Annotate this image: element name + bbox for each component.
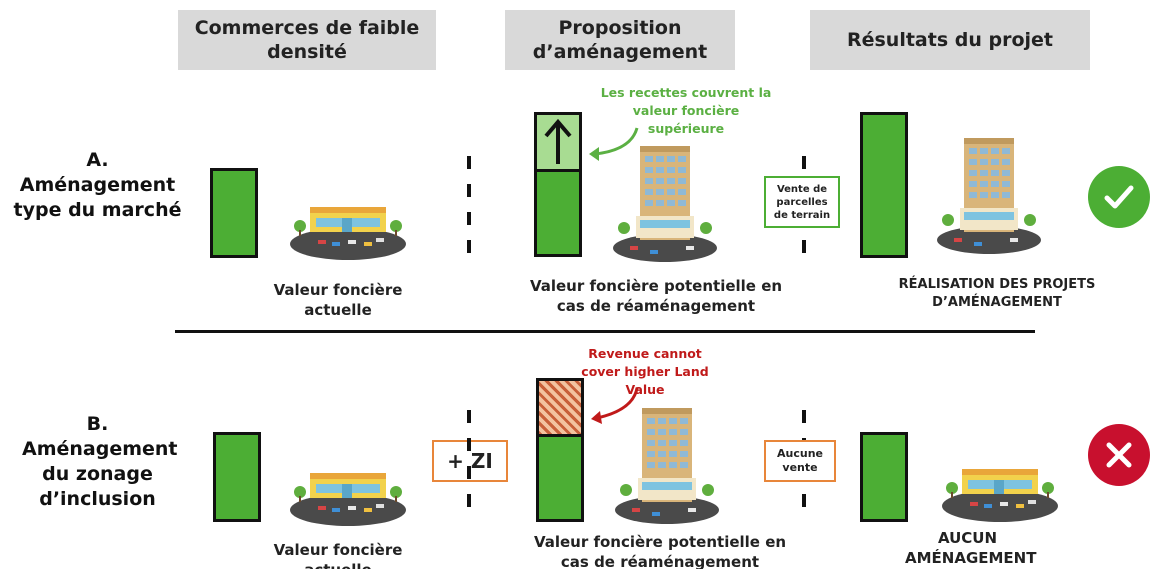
row-b-title: Aménagement du zonage d’inclusion [22, 438, 178, 510]
row-b-label: B. Aménagement du zonage d’inclusion [0, 412, 195, 512]
row-a-result-bar [860, 112, 908, 258]
row-b-letter: B. [86, 413, 109, 435]
low-density-store-illustration [942, 469, 1058, 522]
row-b-current-value-caption: Valeur foncière actuelle [273, 541, 403, 569]
row-a-label: A. Aménagement type du marché [0, 148, 195, 223]
high-rise-building-illustration [937, 138, 1041, 254]
row-b-current-value-bar [213, 432, 261, 522]
high-rise-building-illustration [615, 408, 719, 524]
curved-arrow-icon [591, 387, 639, 424]
check-icon [1104, 185, 1134, 209]
row-a-current-value-caption: Valeur foncière actuelle [273, 281, 403, 319]
row-a-proposal-base-bar [534, 169, 582, 257]
arrow-up-icon [544, 118, 572, 164]
row-b-result-status [1088, 424, 1150, 486]
low-density-store-illustration [290, 473, 406, 526]
row-b-divider-left [467, 410, 471, 510]
row-a-potential-value-caption: Valeur foncière potentielle en cas de ré… [529, 277, 783, 315]
row-b-proposal-base-bar [536, 434, 584, 522]
row-a-land-sale-box: Vente de parcelles de terrain [764, 176, 840, 228]
header-project-results: Résultats du projet [810, 10, 1090, 70]
row-a-current-value-bar [210, 168, 258, 258]
row-b-result-bar [860, 432, 908, 522]
high-rise-building-illustration [613, 146, 717, 262]
row-a-result-status [1088, 166, 1150, 228]
header-development-proposal: Proposition d’aménagement [505, 10, 735, 70]
row-b-no-sale-box: Aucune vente [764, 440, 836, 482]
cross-icon [1106, 442, 1132, 468]
row-a-title: Aménagement type du marché [13, 174, 182, 221]
curved-arrow-icon [589, 127, 639, 161]
row-b-result-caption: AUCUN AMÉNAGEMENT [905, 529, 1037, 567]
row-divider [175, 330, 1035, 333]
row-a-result-caption: RÉALISATION DES PROJETS D’AMÉNAGEMENT [898, 277, 1096, 310]
row-a-divider-left [467, 156, 471, 256]
row-b-potential-value-caption: Valeur foncière potentielle en cas de ré… [533, 533, 787, 569]
low-density-store-illustration [290, 207, 406, 260]
row-a-letter: A. [86, 149, 109, 171]
row-a-annotation: Les recettes couvrent la valeur foncière… [600, 85, 772, 136]
header-current-commerce: Commerces de faible densité [178, 10, 436, 70]
